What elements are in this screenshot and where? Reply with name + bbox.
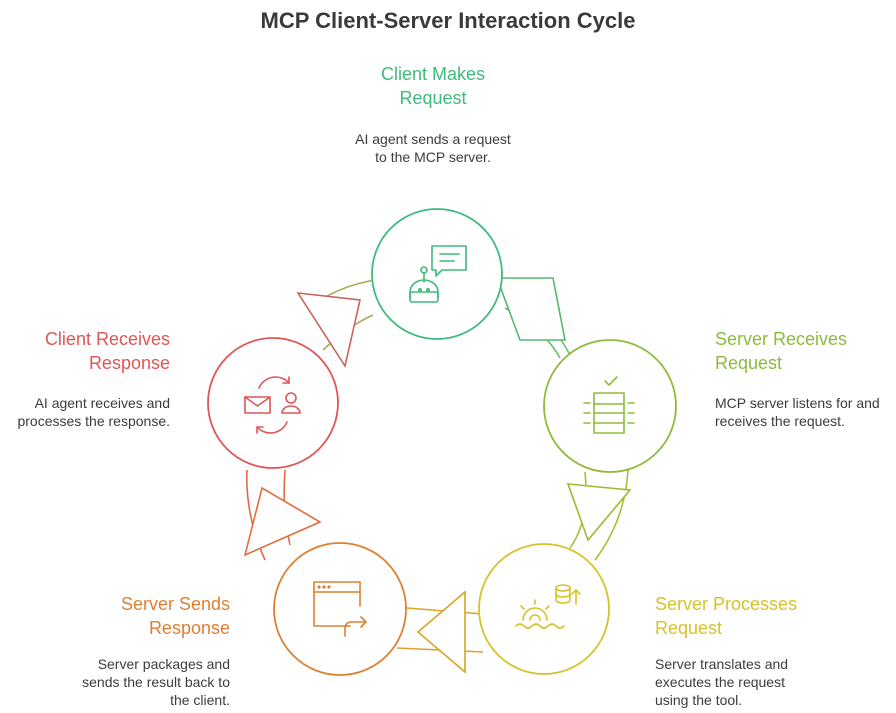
diagram-title: MCP Client-Server Interaction Cycle [260,8,636,33]
stage-title-line: Client Makes [380,64,486,84]
server-check-icon [583,376,635,434]
stage-title-line: Client Receives [44,329,170,349]
stage-circle-server-receives-request [543,339,677,473]
stage-title-server-processes-request: Server Processes Request [655,592,855,640]
stage-desc-server-processes-request: Server translates and executes the reque… [655,655,855,709]
stage-circle-server-sends-response [273,542,407,676]
stage-title-client-receives-response: Client Receives Response [0,327,170,375]
arrow-to-server-processes [566,483,632,542]
stage-title-line: Server Processes [655,594,798,614]
stage-title-line: Response [148,618,230,638]
robot-chat-icon [409,245,467,303]
arrow-to-client-makes [296,292,361,369]
stage-desc-server-sends-response: Server packages and sends the result bac… [30,655,230,709]
stage-title-line: Request [655,618,723,638]
stage-circle-server-processes-request [478,543,610,675]
stage-desc-client-receives-response: AI agent receives and processes the resp… [0,394,170,430]
stage-desc-line: sends the result back to [82,674,230,690]
mail-user-sync-icon [244,376,301,434]
stage-desc-line: to the MCP server. [375,149,491,165]
stage-title-line: Request [715,353,783,373]
stage-title-server-sends-response: Server Sends Response [30,592,230,640]
stage-desc-line: processes the response. [17,413,170,429]
stage-desc-line: executes the request [655,674,785,690]
stage-desc-server-receives-request: MCP server listens for and receives the … [715,394,895,430]
stage-title-line: Response [88,353,170,373]
stage-desc-line: using the tool. [655,692,743,708]
stage-desc-line: Server translates and [655,656,789,672]
stage-desc-line: the client. [170,692,230,708]
arrow-to-server-receives [495,277,566,341]
stage-desc-line: receives the request. [715,413,845,429]
stage-desc-client-makes-request: AI agent sends a request to the MCP serv… [323,130,543,166]
stage-title-server-receives-request: Server Receives Request [715,327,895,375]
stage-title-line: Server Receives [715,329,848,349]
connector-4-5b [246,469,266,561]
stage-desc-line: AI agent sends a request [355,131,511,147]
stage-title-line: Request [399,88,467,108]
stage-desc-line: AI agent receives and [34,395,170,411]
stage-desc-line: Server packages and [97,656,230,672]
gear-database-icon [515,584,581,629]
stage-title-line: Server Sends [120,594,230,614]
stage-circle-client-receives-response [207,337,339,469]
arrow-to-server-sends [416,590,466,674]
window-send-icon [313,581,367,637]
stage-desc-line: MCP server listens for and [715,395,880,411]
stage-title-client-makes-request: Client Makes Request [333,62,533,110]
arrow-to-client-receives [243,486,322,557]
connector-2-3b [594,469,629,561]
